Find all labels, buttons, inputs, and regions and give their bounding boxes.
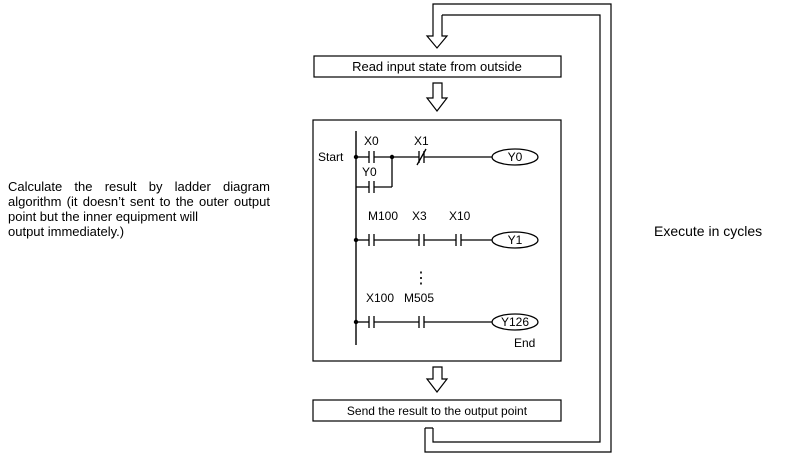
read-input-box — [313, 55, 562, 78]
rail-junction-rung-2 — [353, 237, 359, 243]
rung-1-branch-y0-label: Y0 — [362, 165, 377, 179]
flow-arrow-3 — [425, 366, 449, 393]
rung-3 — [356, 316, 492, 328]
send-result-label: Send the result to the output point — [347, 404, 528, 418]
cycle-return-path-top-joins — [425, 3, 443, 429]
flow-arrow-1 — [425, 30, 449, 49]
rung-2-contact-x3-label: X3 — [412, 209, 427, 223]
rung-1-junction — [389, 154, 395, 160]
rung-2-contact-m100-label: M100 — [368, 209, 398, 223]
cycle-label: Execute in cycles — [654, 223, 763, 239]
rung-2-contact-x10-label: X10 — [449, 209, 471, 223]
end-label: End — [514, 336, 535, 350]
rung-3-coil-y126-label: Y126 — [501, 315, 529, 329]
rung-1-coil-y0 — [491, 148, 539, 166]
cycle-return-path-inner — [432, 14, 601, 443]
rung-3-coil-y126 — [491, 313, 539, 331]
algorithm-description: Calculate the result by ladder diagram a… — [8, 179, 270, 239]
rung-1-contact-x1-label: X1 — [414, 134, 429, 148]
cycle-return-path — [424, 3, 612, 453]
send-result-box — [312, 399, 562, 422]
algorithm-description-text: Calculate the result by ladder diagram a… — [8, 179, 270, 224]
rung-3-contact-x100-label: X100 — [366, 291, 394, 305]
rung-1-coil-y0-label: Y0 — [508, 150, 523, 164]
rail-junction-start — [353, 154, 359, 160]
rung-2-coil-y1 — [491, 231, 539, 249]
read-input-label: Read input state from outside — [352, 59, 522, 74]
rung-ellipsis: ⋮ — [413, 270, 429, 287]
algorithm-description-last-line: output immediately.) — [8, 224, 125, 239]
rung-1-contact-x0-label: X0 — [364, 134, 379, 148]
rung-2-coil-y1-label: Y1 — [508, 233, 523, 247]
flow-arrow-2 — [425, 82, 449, 112]
start-label: Start — [318, 150, 344, 164]
rung-3-contact-m505-label: M505 — [404, 291, 434, 305]
rail-junction-rung-3 — [353, 319, 359, 325]
